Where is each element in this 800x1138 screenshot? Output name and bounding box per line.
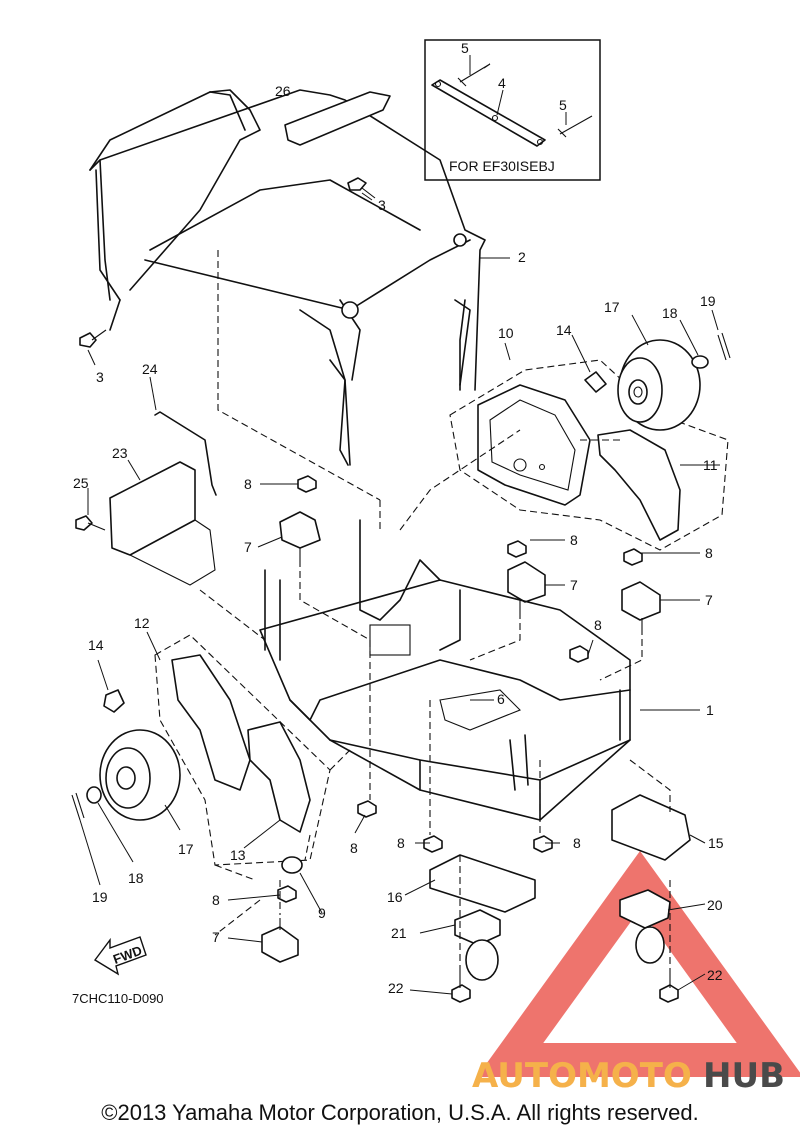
callout-15: 15 [708, 835, 724, 851]
callout-6: 6 [497, 691, 505, 707]
part-23-bracket [109, 461, 216, 586]
nut-8-e [277, 885, 297, 903]
part-19-pin-left [71, 792, 85, 821]
mount-7-d [261, 918, 299, 963]
nut-8-d [569, 645, 589, 663]
copyright-text: ©2013 Yamaha Motor Corporation, U.S.A. A… [101, 1100, 699, 1125]
bolt-22-b [659, 972, 679, 1003]
callout-5-left: 5 [461, 40, 469, 56]
frame [89, 89, 486, 466]
callout-1: 1 [706, 702, 714, 718]
callout-19-left: 19 [92, 889, 108, 905]
callout-18-top: 18 [662, 305, 678, 321]
part-20-caster [619, 889, 671, 964]
callout-20: 20 [707, 897, 723, 913]
callout-7-d: 7 [212, 929, 220, 945]
drawing-code: 7CHC110-D090 [72, 991, 164, 1006]
callout-16: 16 [387, 889, 403, 905]
callout-8-h: 8 [212, 892, 220, 908]
part-15-bracket [611, 794, 691, 861]
nut-8-g [423, 835, 443, 853]
watermark-logo: AUTOMOTO HUB [472, 1056, 785, 1096]
callout-12: 12 [134, 615, 150, 631]
part-17-wheel-top [617, 339, 701, 431]
callout-8-c: 8 [705, 545, 713, 561]
callout-14-top: 14 [556, 322, 572, 338]
callout-8-d: 8 [594, 617, 602, 633]
callout-2: 2 [518, 249, 526, 265]
callout-5-right: 5 [559, 97, 567, 113]
bolt-25 [75, 515, 106, 531]
callout-8-f: 8 [397, 835, 405, 851]
part-17-wheel-left [99, 729, 181, 821]
nut-8-h [533, 835, 553, 853]
callout-7-a: 7 [244, 539, 252, 555]
callout-7-c: 7 [705, 592, 713, 608]
callout-7-b: 7 [570, 577, 578, 593]
callout-19-top: 19 [700, 293, 716, 309]
part-14-clip-left [103, 689, 125, 713]
part-21-caster [454, 909, 501, 981]
part-18-washer-left [86, 786, 102, 804]
part-16-bracket [429, 854, 536, 913]
part-12-shield [171, 654, 251, 791]
callout-8-b: 8 [570, 532, 578, 548]
inset-caption: FOR EF30ISEBJ [449, 158, 555, 174]
callout-21: 21 [391, 925, 407, 941]
bolt-3-left [79, 329, 107, 348]
callout-3-left: 3 [96, 369, 104, 385]
callout-18-left: 18 [128, 870, 144, 886]
callout-14-left: 14 [88, 637, 104, 653]
watermark-triangle [476, 850, 800, 1077]
watermark-text-part2: HUB [703, 1056, 785, 1096]
nut-8-f [357, 800, 377, 818]
callout-9: 9 [318, 905, 326, 921]
callout-24: 24 [142, 361, 158, 377]
mount-7-b [507, 561, 546, 612]
callout-23: 23 [112, 445, 128, 461]
callout-4: 4 [498, 75, 506, 91]
callout-22-left: 22 [388, 980, 404, 996]
leader-lines [79, 192, 720, 995]
mount-7-a [279, 511, 321, 560]
part-24-strap [154, 411, 217, 496]
part-19-pin-top [717, 332, 731, 361]
fwd-arrow-icon: FWD [93, 936, 147, 976]
watermark-text-part1: AUTOMOTO [472, 1056, 692, 1096]
callout-17-left: 17 [178, 841, 194, 857]
part-18-washer-top [691, 355, 709, 369]
part-11 [597, 429, 681, 541]
mount-7-c [621, 581, 661, 628]
main-base [259, 519, 631, 821]
callout-3-top: 3 [378, 197, 386, 213]
callout-22-right: 22 [707, 967, 723, 983]
part-9-cap [281, 856, 303, 874]
callout-26: 26 [275, 83, 291, 99]
callout-numbers: 1 2 3 3 4 5 5 6 7 7 7 7 8 8 8 8 8 8 8 8 … [73, 40, 724, 996]
callout-17-top: 17 [604, 299, 620, 315]
callout-10: 10 [498, 325, 514, 341]
bolt-22-a [451, 970, 471, 1003]
callout-11: 11 [703, 457, 718, 473]
part-13-cover [247, 721, 311, 833]
part-12-group [154, 634, 331, 866]
nut-8-a [297, 475, 317, 493]
part-10-shield [449, 359, 729, 551]
callout-13: 13 [230, 847, 246, 863]
nut-8-b [507, 540, 527, 558]
nut-8-c [623, 548, 643, 566]
bolt-3-top [347, 177, 376, 199]
callout-25: 25 [73, 475, 89, 491]
callout-8-g: 8 [573, 835, 581, 851]
callout-8-a: 8 [244, 476, 252, 492]
part-14-clip-top [584, 371, 607, 393]
inset-box [424, 39, 601, 181]
callout-8-e: 8 [350, 840, 358, 856]
part-26-cover [284, 91, 391, 146]
